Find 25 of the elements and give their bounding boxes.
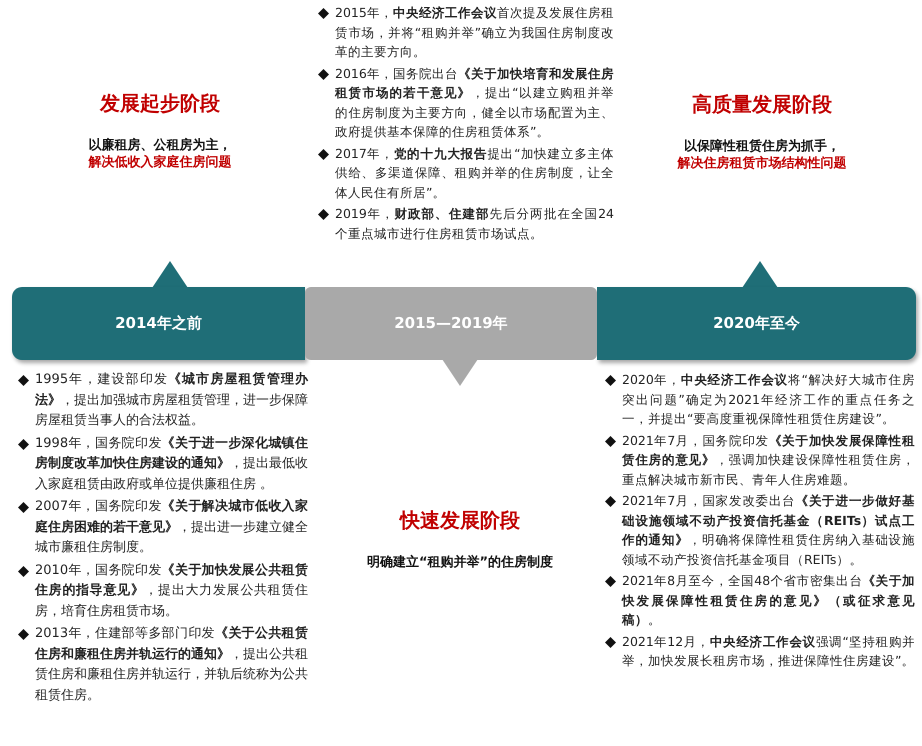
period-band: 2014年之前 [12, 287, 305, 360]
stage-description: 以保障性租赁住房为抓手， [684, 138, 840, 155]
event-text: 2021年8月至今，全国48个省市密集出台《关于加快发展保障性租赁住房的意见》（或征求意见稿）。 [622, 572, 915, 629]
event-text: 1998年，国务院印发《关于进一步深化城镇住房制度改革加快住房建设的通知》，提出最低收入家庭租赁由政府或单位提供廉租住房 。 [35, 434, 308, 494]
event-text: 2010年，国务院印发《关于加快发展公共租赁住房的指导意见》，提出大力发展公共租赁住房，培育住房租赁市场。 [35, 562, 308, 620]
stage-title: 快速发展阶段 [400, 507, 520, 534]
event-text: 1995年，建设部印发《城市房屋租赁管理办法》，提出加强城市房屋租赁管理，进一步保障房屋租赁当事人的合法权益。 [35, 370, 308, 430]
stage-description: 解决住房租赁市场结构性问题 [678, 155, 846, 172]
stage-description: 以廉租房、公租房为主， [88, 137, 232, 154]
period-band: 2015—2019年 [305, 287, 597, 360]
stage-title: 高质量发展阶段 [692, 91, 832, 118]
stage-title: 发展起步阶段 [100, 90, 220, 117]
event-text: 2021年7月，国务院印发《关于加快发展保障性租赁住房的意见》，强调加快建设保障性租赁住房，重点解决城市新市民、青年人住房难题。 [622, 432, 915, 488]
event-text: 2021年12月，中央经济工作会议强调“坚持租购并举，加快发展长租房市场，推进保障性住房建设”。 [622, 632, 915, 670]
stage-description: 明确建立“租购并举”的住房制度 [366, 554, 554, 571]
event-text: 2016年，国务院出台《关于加快培育和发展住房租赁市场的若干意见》，提出“以建立购租并举的住房制度为主要方向，健全以市场配置为主、政府提供基本保障的住房租赁体系”。 [335, 64, 614, 141]
event-text: 2020年，中央经济工作会议将“解决好大城市住房突出问题”确定为2021年经济工作的重点任务之一，并提出“要高度重视保障性租赁住房建设”。 [622, 371, 915, 428]
event-text: 2007年，国务院印发《关于解决城市低收入家庭住房困难的若干意见》，提出进一步建立健全城市廉租住房制度。 [35, 498, 308, 557]
stage-description: 解决低收入家庭住房问题 [88, 154, 232, 171]
event-text: 2019年，财政部、住建部先后分两批在全国24个重点城市进行住房租赁市场试点。 [335, 205, 614, 242]
event-text: 2013年，住建部等多部门印发《关于公共租赁住房和廉租住房并轨运行的通知》，提出公共租赁住房和廉租住房并轨运行，并轨后统称为公共租赁住房。 [35, 624, 308, 704]
period-band: 2020年至今 [597, 287, 916, 360]
event-text: 2021年7月，国家发改委出台《关于进一步做好基础设施领域不动产投资信托基金（REITs）试点工作的通知》，明确将保障性租赁住房纳入基础设施领域不动产投资信托基金项目（REITs）。 [622, 492, 915, 568]
event-text: 2017年，党的十九大报告提出“加快建立多主体供给、多渠道保障、租购并举的住房制度，让全体人民住有所居”。 [335, 144, 614, 202]
event-text: 2015年，中央经济工作会议首次提及发展住房租赁市场，并将“租购并举”确立为我国住房制度改革的主要方向。 [335, 4, 614, 61]
